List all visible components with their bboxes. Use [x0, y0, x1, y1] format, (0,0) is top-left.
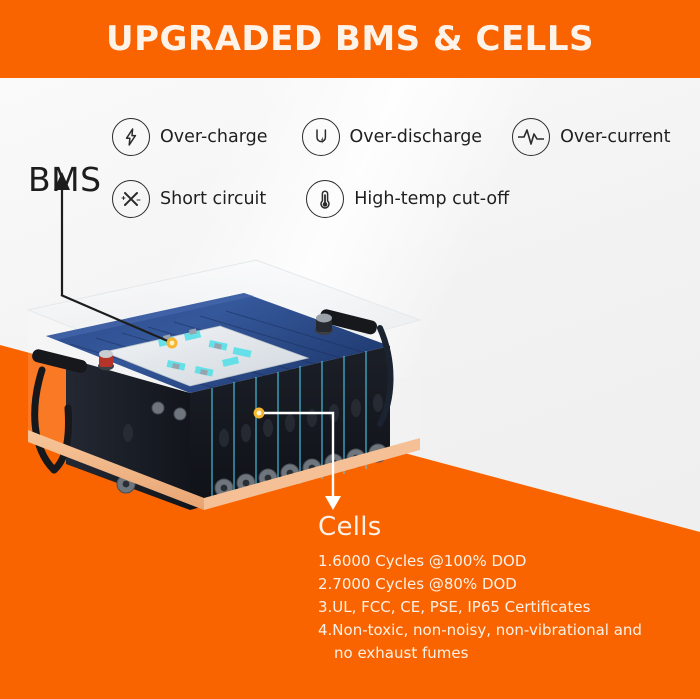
feature-label: Over-current: [560, 127, 671, 147]
cells-line: no exhaust fumes: [334, 644, 469, 662]
page-title: UPGRADED BMS & CELLS: [106, 19, 594, 59]
waveform-icon: [512, 118, 551, 156]
feature-over-discharge[interactable]: Over-discharge: [301, 118, 483, 156]
cells-callout: Cells 1.6000 Cycles @100% DOD 2.7000 Cyc…: [318, 512, 688, 665]
feature-row-1: Over-charge Over-discharge Over-cur: [112, 118, 692, 156]
bms-callout-label: BMS: [28, 160, 102, 199]
feature-label: Over-discharge: [349, 127, 483, 147]
header-band: [0, 0, 700, 78]
feature-over-charge[interactable]: Over-charge: [112, 118, 268, 156]
feature-label: Over-charge: [160, 127, 268, 147]
feature-high-temp-cutoff[interactable]: High-temp cut-off: [306, 180, 509, 218]
cells-line: 2.7000 Cycles @80% DOD: [318, 575, 517, 593]
short-circuit-x-icon: [112, 180, 150, 218]
feature-label: Short circuit: [160, 189, 267, 209]
cells-line: 3.UL, FCC, CE, PSE, IP65 Certificates: [318, 598, 591, 616]
feature-label: High-temp cut-off: [354, 189, 510, 209]
thermometer-icon: [306, 180, 345, 218]
feature-over-current[interactable]: Over-current: [512, 118, 671, 156]
product-illustration: [8, 248, 428, 523]
battery-terminal-negative: [315, 313, 333, 335]
cells-line: 1.6000 Cycles @100% DOD: [318, 552, 527, 570]
lightning-bolt-icon: [112, 118, 150, 156]
battery-terminal-positive: [98, 350, 114, 371]
feature-short-circuit[interactable]: Short circuit: [112, 180, 266, 218]
u-bolt-icon: [301, 118, 340, 156]
cells-heading: Cells: [318, 512, 382, 542]
feature-row-2: Short circuit High-temp cut-off: [112, 180, 692, 218]
cells-line: 4.Non-toxic, non-noisy, non-vibrational …: [318, 621, 642, 639]
battery-handle-right: [319, 309, 394, 427]
bms-feature-list: Over-charge Over-discharge Over-cur: [112, 118, 692, 242]
